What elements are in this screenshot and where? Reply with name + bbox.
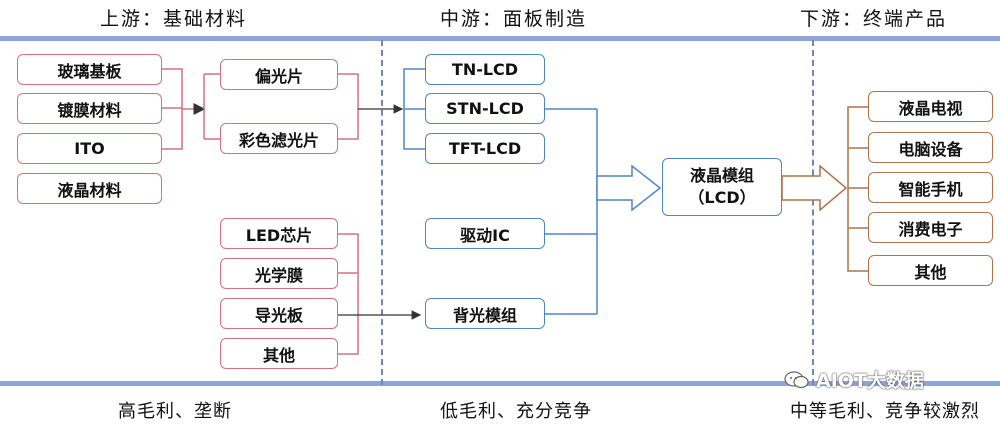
footer-downstream: 中等毛利、竞争较激烈 [790, 401, 980, 422]
box-color-filter: 彩色滤光片 [220, 123, 338, 154]
watermark-text: AIOT大数据 [816, 370, 924, 392]
separator-up-mid [381, 40, 383, 385]
lcd-module-sublabel: （LCD） [688, 188, 756, 207]
box-coating-material: 镀膜材料 [17, 93, 162, 124]
box-consumer-electronics: 消费电子 [868, 212, 993, 243]
top-band [0, 36, 1000, 41]
box-led-chip: LED芯片 [220, 218, 338, 249]
box-glass-substrate: 玻璃基板 [17, 54, 162, 85]
watermark: AIOT大数据 [784, 366, 924, 393]
box-light-guide-plate: 导光板 [220, 298, 338, 329]
box-lcd-module: 液晶模组 （LCD） [662, 158, 782, 216]
header-midstream: 中游：面板制造 [440, 8, 588, 30]
box-liquid-crystal-material: 液晶材料 [17, 173, 162, 204]
box-lcd-tv: 液晶电视 [868, 91, 993, 122]
header-upstream: 上游：基础材料 [100, 8, 248, 30]
box-upstream-other: 其他 [220, 338, 338, 369]
box-tft-lcd: TFT-LCD [425, 133, 545, 164]
wechat-icon [784, 370, 809, 388]
bottom-band [0, 381, 1000, 386]
footer-midstream: 低毛利、充分竞争 [440, 401, 592, 422]
box-stn-lcd: STN-LCD [425, 93, 545, 124]
box-optical-film: 光学膜 [220, 258, 338, 289]
box-driver-ic: 驱动IC [425, 218, 545, 249]
header-downstream: 下游：终端产品 [800, 8, 948, 30]
box-smartphone: 智能手机 [868, 172, 993, 203]
lcd-module-label: 液晶模组 [689, 166, 754, 185]
box-ito: ITO [17, 133, 162, 164]
footer-upstream: 高毛利、垄断 [118, 401, 232, 422]
box-tn-lcd: TN-LCD [425, 54, 545, 85]
box-computer-device: 电脑设备 [868, 132, 993, 163]
box-downstream-other: 其他 [868, 255, 993, 286]
box-backlight-module: 背光模组 [425, 298, 545, 329]
separator-mid-down [812, 40, 814, 385]
box-polarizer: 偏光片 [220, 59, 338, 90]
